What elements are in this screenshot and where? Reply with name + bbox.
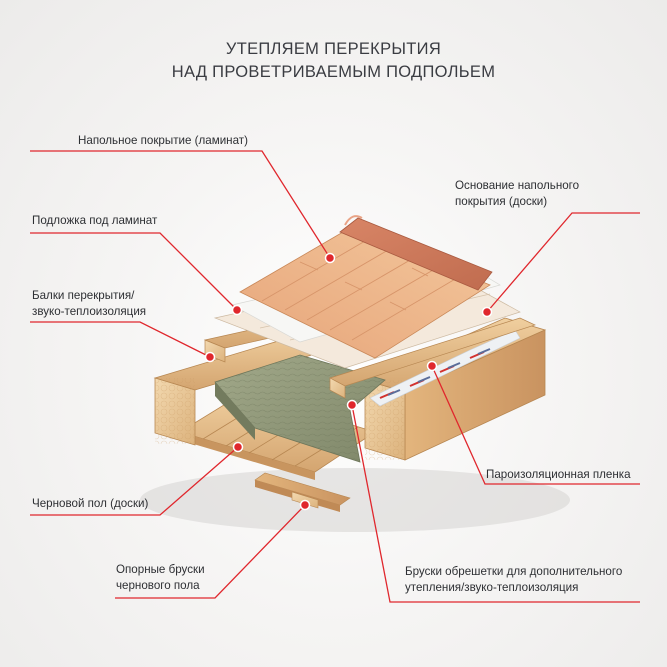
label-beams-1: Балки перекрытия/	[32, 289, 135, 302]
title-line-1: УТЕПЛЯЕМ ПЕРЕКРЫТИЯ	[225, 40, 442, 58]
title-line-2: НАД ПРОВЕТРИВАЕМЫМ ПОДПОЛЬЕМ	[171, 63, 496, 81]
leader-underlay	[30, 232, 238, 311]
skirting-board	[339, 215, 493, 291]
beam-back	[363, 317, 547, 461]
ground-shadow	[140, 468, 570, 532]
label-battens-2: утепления/звуко-теплоизоляция	[405, 581, 579, 594]
label-vapor: Пароизоляционная пленка	[486, 468, 631, 481]
leader-floor-covering	[30, 150, 331, 259]
leader-lines	[30, 150, 640, 603]
label-base-1: Основание напольного	[455, 179, 580, 192]
leader-dots	[204, 252, 493, 511]
label-base-2: покрытия (доски)	[455, 195, 548, 208]
leader-beams	[30, 321, 211, 358]
leader-rough-floor	[30, 446, 239, 516]
label-support-2: чернового пола	[116, 579, 200, 592]
leader-support	[115, 504, 306, 599]
label-rough-floor: Черновой пол (доски)	[32, 497, 149, 510]
label-battens-1: Бруски обрешетки для дополнительного	[405, 565, 623, 578]
label-underlay: Подложка под ламинат	[32, 214, 158, 227]
vapor-barrier-film	[369, 329, 521, 407]
leader-base	[486, 212, 640, 313]
label-beams-2: звуко-теплоизоляция	[32, 305, 147, 318]
label-floor-covering: Напольное покрытие (ламинат)	[78, 134, 248, 147]
label-support-1: Опорные бруски	[116, 563, 205, 576]
leader-battens	[351, 404, 640, 603]
leader-vapor	[431, 365, 640, 485]
